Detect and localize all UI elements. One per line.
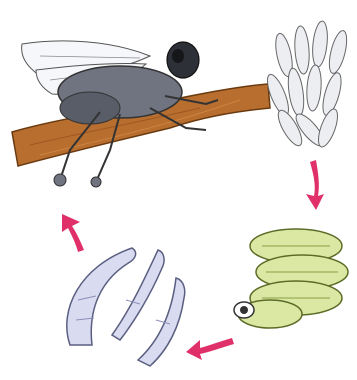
pupae-stage: [234, 229, 348, 328]
pupae-icon: [234, 229, 348, 328]
adult-fly-stage: [12, 41, 270, 187]
eggs-icon: [263, 20, 350, 149]
eggs-stage: [263, 20, 350, 149]
larvae-stage: [67, 248, 185, 366]
arrow-larvae-to-adult: [62, 214, 84, 252]
larvae-icon: [67, 248, 185, 366]
arrow-eggs-to-pupae: [306, 160, 324, 210]
arrow-pupae-to-larvae: [186, 338, 234, 360]
